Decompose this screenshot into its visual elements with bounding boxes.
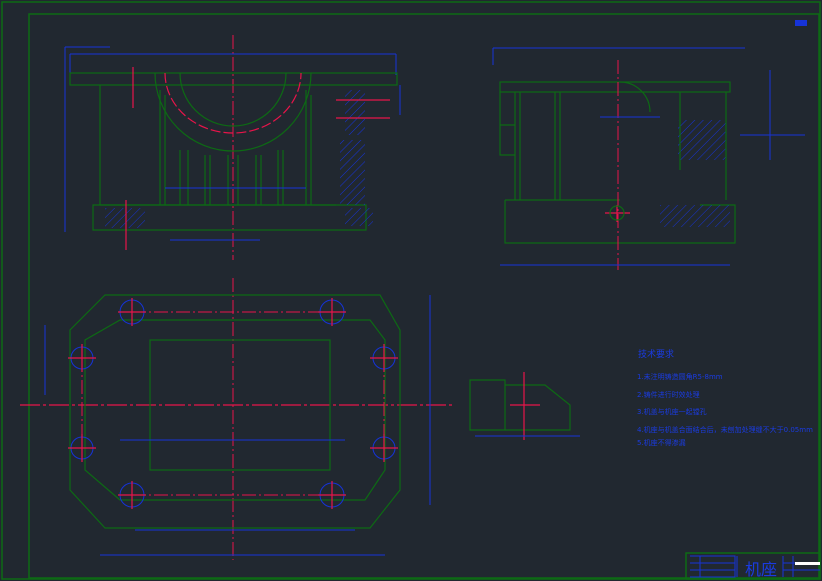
requirement-item: 3.机盖与机座一起镗孔 (637, 408, 707, 416)
requirement-item: 5.机座不得渗漏 (637, 439, 686, 447)
requirement-item: 2.铸件进行时效处理 (637, 391, 700, 399)
top-view (20, 278, 455, 560)
requirement-item: 1.未注明铸造圆角R5-8mm (637, 373, 723, 381)
title-block-part-name: 机座 (745, 560, 778, 579)
front-view (64, 35, 401, 260)
title-block-frame (685, 552, 821, 580)
requirements-title: 技术要求 (638, 350, 675, 360)
side-view (492, 47, 805, 270)
section-detail (469, 372, 580, 440)
scale-mark (795, 20, 807, 26)
inner-border (28, 13, 820, 579)
bolt-holes (68, 298, 398, 509)
requirement-item: 4.机座与机盖合面结合后，未刨加处理缝不大于0.05mm (637, 426, 813, 434)
